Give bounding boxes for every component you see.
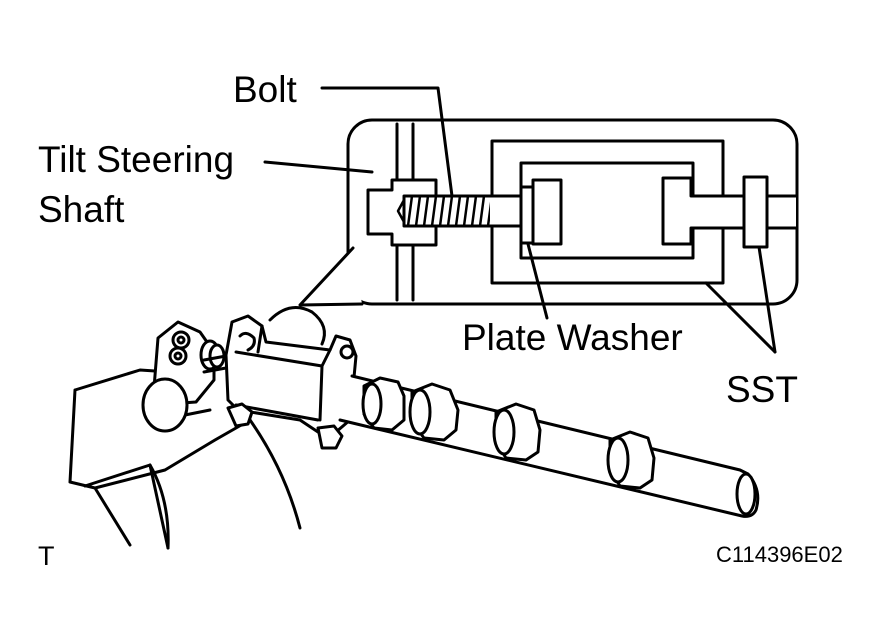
bracket-lower xyxy=(248,418,302,530)
sst-leader-b xyxy=(757,245,777,354)
plate-washer-leader xyxy=(526,242,549,320)
tilt-steering-label-line2: Shaft xyxy=(38,189,125,230)
detail-inset xyxy=(298,118,799,307)
tilt-steering-label-line1: Tilt Steering xyxy=(38,139,234,180)
corner-mark: T xyxy=(38,541,55,571)
bolt-leader xyxy=(320,86,454,198)
leader-lines xyxy=(263,86,777,354)
body-nut-right xyxy=(316,424,344,450)
plate-washer-label: Plate Washer xyxy=(462,317,683,358)
column-body-outline xyxy=(68,368,252,547)
bolt-label: Bolt xyxy=(233,69,297,110)
body-nut-left xyxy=(226,402,254,428)
shaft-collars xyxy=(361,376,656,490)
tilt-shaft-leader xyxy=(263,160,374,174)
sst-plunger xyxy=(661,176,693,246)
callout-pointer xyxy=(298,246,364,307)
figure-code: C114396E02 xyxy=(716,542,843,567)
sst-label: SST xyxy=(726,369,798,410)
plate-washer xyxy=(519,185,535,245)
steering-column-assembly xyxy=(68,306,760,550)
backing-disc xyxy=(268,306,326,346)
bolt-head xyxy=(531,178,563,246)
sst-collar xyxy=(742,175,769,249)
sst-leader-a xyxy=(704,281,777,354)
